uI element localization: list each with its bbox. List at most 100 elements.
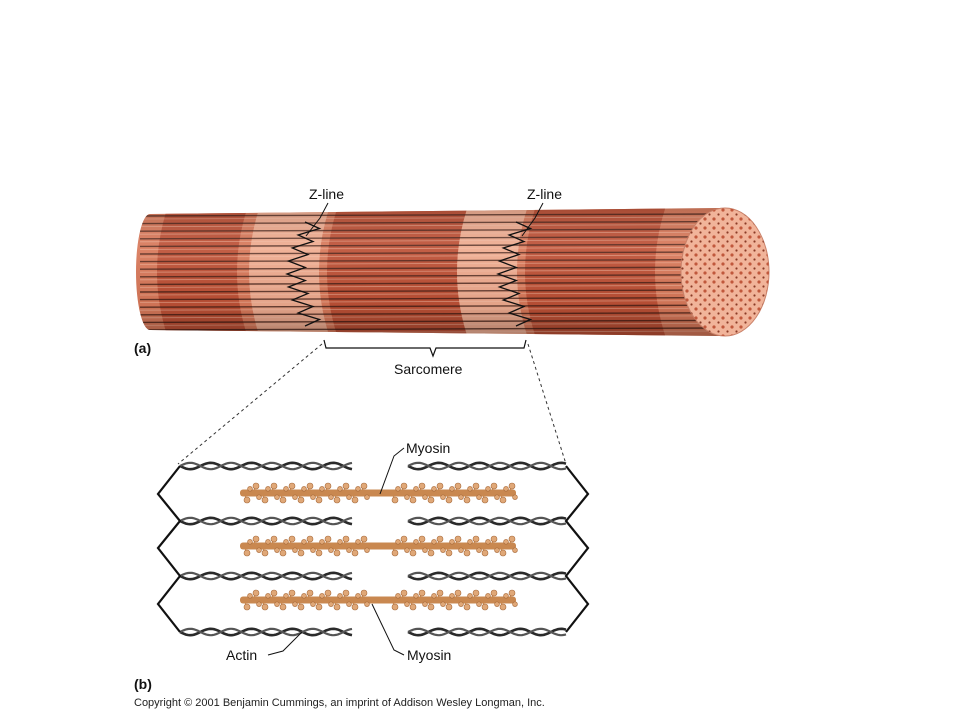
actin-strand bbox=[179, 461, 353, 471]
myosin-head bbox=[324, 589, 332, 597]
myosin-head bbox=[409, 496, 417, 504]
z-line-label-left: Z-line bbox=[309, 186, 345, 202]
myosin-head bbox=[274, 494, 280, 500]
zoom-dashed-line-left bbox=[177, 343, 323, 465]
myosin-head bbox=[467, 593, 473, 599]
myosin-head bbox=[490, 589, 498, 597]
myosin-head bbox=[499, 496, 507, 504]
myosin-head bbox=[324, 535, 332, 543]
z-line-left-leader bbox=[305, 202, 329, 237]
myosin-head bbox=[427, 549, 435, 557]
z-line-detail-right bbox=[564, 465, 590, 633]
myosin-head bbox=[328, 601, 334, 607]
myosin-head bbox=[324, 482, 332, 490]
myosin-head bbox=[472, 482, 480, 490]
myosin-label-top: Myosin bbox=[406, 440, 451, 456]
myosin-head bbox=[252, 535, 260, 543]
myosin-head bbox=[297, 549, 305, 557]
myosin-head bbox=[454, 589, 462, 597]
myosin-head bbox=[265, 539, 271, 545]
copyright-text: Copyright © 2001 Benjamin Cummings, an i… bbox=[134, 697, 545, 709]
actin-strand bbox=[407, 627, 567, 637]
myosin-head bbox=[458, 601, 464, 607]
myosin-head bbox=[333, 549, 341, 557]
myosin-head bbox=[328, 547, 334, 553]
myosin-head bbox=[283, 539, 289, 545]
myosin-head bbox=[512, 547, 518, 553]
myosin-head bbox=[440, 601, 446, 607]
myosin-head bbox=[418, 482, 426, 490]
myosin-head bbox=[508, 482, 516, 490]
actin-filament-right-0 bbox=[407, 461, 567, 471]
myosin-head bbox=[301, 539, 307, 545]
myosin-head bbox=[243, 603, 251, 611]
myosin-head bbox=[431, 593, 437, 599]
myosin-head bbox=[485, 539, 491, 545]
myosin-head bbox=[279, 496, 287, 504]
actin-filament-right-2 bbox=[407, 571, 567, 581]
actin-strand bbox=[407, 461, 567, 471]
fiber-cross-section-dots bbox=[681, 208, 769, 336]
myosin-head bbox=[265, 486, 271, 492]
myosin-head bbox=[418, 535, 426, 543]
myosin-head bbox=[422, 494, 428, 500]
myosin-head bbox=[328, 494, 334, 500]
myosin-head bbox=[342, 589, 350, 597]
myosin-head bbox=[265, 593, 271, 599]
myosin-head bbox=[355, 593, 361, 599]
myosin-bottom-leader bbox=[371, 603, 405, 656]
myosin-head bbox=[315, 603, 323, 611]
myosin-head bbox=[391, 603, 399, 611]
myosin-head bbox=[346, 601, 352, 607]
actin-filament-left-0 bbox=[179, 461, 353, 471]
myosin-head bbox=[351, 549, 359, 557]
actin-label: Actin bbox=[226, 647, 258, 663]
myosin-head bbox=[404, 494, 410, 500]
myosin-head bbox=[247, 486, 253, 492]
actin-strand bbox=[407, 461, 567, 471]
myosin-head bbox=[400, 589, 408, 597]
myosin-head bbox=[346, 547, 352, 553]
panel-a-label: (a) bbox=[134, 340, 152, 356]
myosin-head bbox=[454, 535, 462, 543]
myosin-head bbox=[252, 482, 260, 490]
myosin-head bbox=[472, 535, 480, 543]
myosin-head bbox=[413, 539, 419, 545]
actin-strand bbox=[407, 516, 567, 526]
myosin-head bbox=[512, 601, 518, 607]
myosin-head bbox=[422, 601, 428, 607]
myosin-head bbox=[306, 482, 314, 490]
actin-filaments bbox=[179, 461, 567, 637]
actin-filament-left-1 bbox=[179, 516, 353, 526]
panel-b-label: (b) bbox=[134, 676, 152, 692]
z-line-left bbox=[285, 221, 322, 327]
myosin-head bbox=[431, 539, 437, 545]
myosin-head bbox=[243, 496, 251, 504]
myosin-head bbox=[409, 603, 417, 611]
myosin-head bbox=[499, 603, 507, 611]
myosin-head bbox=[463, 549, 471, 557]
z-line-right bbox=[496, 221, 533, 327]
myosin-head bbox=[467, 539, 473, 545]
myosin-head bbox=[319, 486, 325, 492]
myosin-head bbox=[355, 486, 361, 492]
z-line-label-right: Z-line bbox=[527, 186, 563, 202]
zoom-dashed-line-right bbox=[527, 343, 567, 465]
myosin-head bbox=[360, 589, 368, 597]
myosin-head bbox=[310, 494, 316, 500]
myosin-head bbox=[463, 603, 471, 611]
myosin-head bbox=[391, 549, 399, 557]
fiber-shading bbox=[136, 208, 730, 336]
myosin-head bbox=[400, 482, 408, 490]
myosin-filament-0 bbox=[240, 482, 518, 504]
myosin-head bbox=[364, 601, 370, 607]
myosin-head bbox=[512, 494, 518, 500]
actin-strand bbox=[407, 571, 567, 581]
z-line-right-leader bbox=[521, 202, 544, 237]
myosin-head bbox=[481, 549, 489, 557]
myosin-top-leader bbox=[379, 447, 405, 495]
actin-strand bbox=[407, 516, 567, 526]
myosin-head bbox=[490, 482, 498, 490]
myosin-head bbox=[288, 482, 296, 490]
